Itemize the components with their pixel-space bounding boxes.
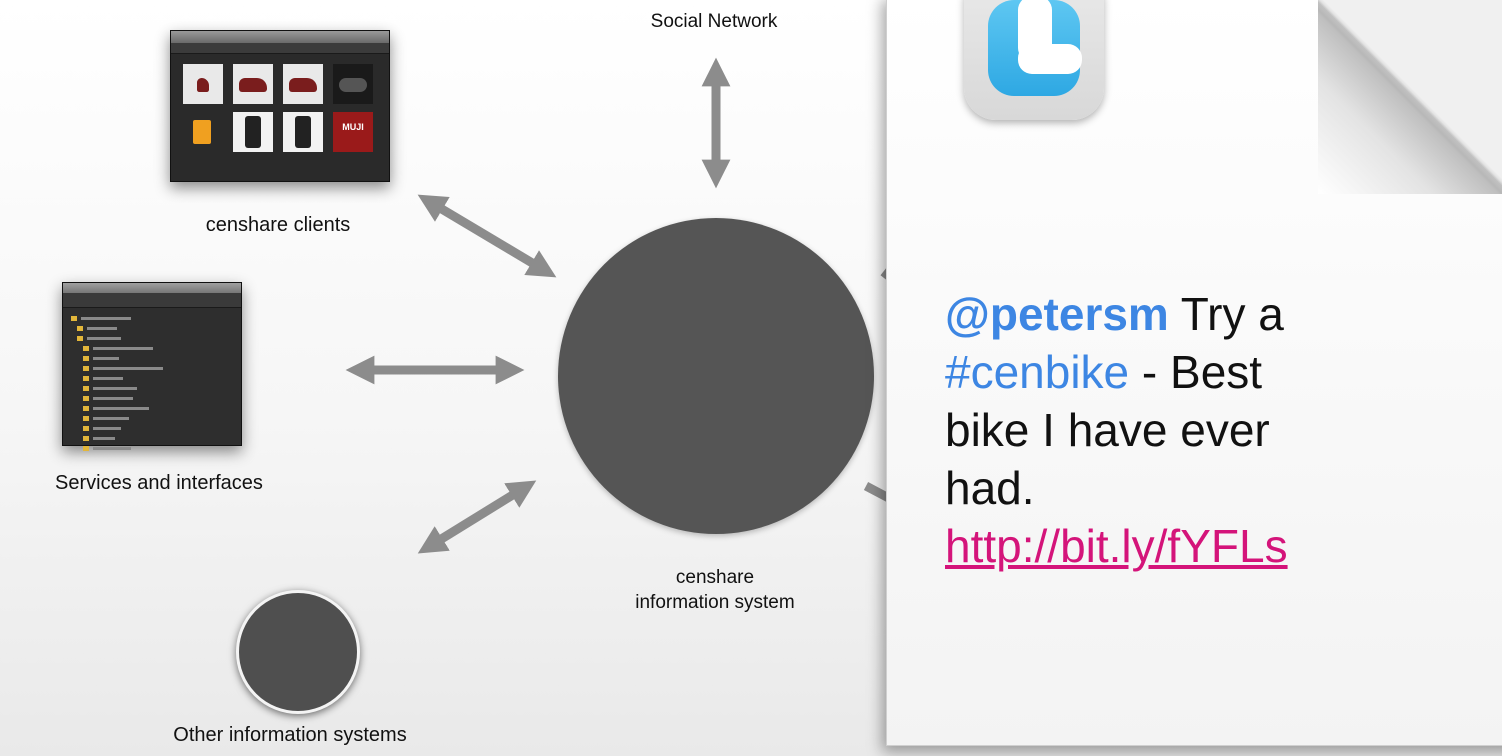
tree-row xyxy=(71,394,233,402)
hub-label-line1: censhare xyxy=(675,567,755,588)
tree-row xyxy=(71,354,233,362)
tree-row xyxy=(71,384,233,392)
censhare-hub-circle xyxy=(558,218,874,534)
window-titlebar xyxy=(171,31,389,43)
services-label: Services and interfaces xyxy=(55,472,263,494)
hub-label-line2: information system xyxy=(635,591,795,613)
thumbnail-item xyxy=(283,64,323,104)
tweet-hashtag[interactable]: #cenbike xyxy=(945,346,1130,398)
tree-row xyxy=(71,434,233,442)
thumbnail-item xyxy=(333,64,373,104)
page-curl xyxy=(1318,0,1502,194)
thumb-badge: MUJI xyxy=(342,122,364,132)
window-toolbar xyxy=(63,293,241,308)
tree-row xyxy=(71,314,233,322)
censhare-clients-label: censhare clients xyxy=(205,214,351,236)
window-toolbar xyxy=(171,43,389,54)
tree-row xyxy=(71,364,233,372)
arrow-other-systems xyxy=(417,480,537,554)
thumbnail-item xyxy=(233,112,273,152)
thumbnail-item xyxy=(283,112,323,152)
tree-row xyxy=(71,424,233,432)
twitter-logo-icon xyxy=(964,0,1104,120)
tweet-handle[interactable]: @petersm xyxy=(945,288,1169,340)
arrow-censhare-clients xyxy=(417,194,557,278)
social-network-label: Social Network xyxy=(650,11,778,32)
other-systems-label: Other information systems xyxy=(173,724,407,746)
thumbnail-item xyxy=(183,112,223,152)
tweet-text-part1: Try a xyxy=(1168,288,1284,340)
page-curl-shadow xyxy=(1318,0,1502,194)
tree-row xyxy=(71,444,233,452)
tree-row xyxy=(71,374,233,382)
thumbnail-item xyxy=(233,64,273,104)
twitter-t-glyph xyxy=(988,0,1082,96)
tweet-text: @petersm Try a #cenbike - Best bike I ha… xyxy=(945,285,1355,575)
asset-thumbnails: MUJI xyxy=(171,54,389,162)
admin-screenshot xyxy=(62,282,242,451)
tree-row xyxy=(71,414,233,422)
censhare-client-screenshot: MUJI xyxy=(170,30,390,182)
tree-row xyxy=(71,334,233,342)
tree-row xyxy=(71,344,233,352)
tree-row xyxy=(71,404,233,412)
thumbnail-item xyxy=(183,64,223,104)
tweet-link[interactable]: http://bit.ly/fYFLs xyxy=(945,520,1288,572)
tweet-text-part2: - Best bike I have ever had. xyxy=(945,346,1270,514)
window-titlebar xyxy=(63,283,241,293)
tree-row xyxy=(71,324,233,332)
thumbnail-item: MUJI xyxy=(333,112,373,152)
other-systems-circle xyxy=(236,590,360,714)
hub-label: censhare information system xyxy=(580,566,850,615)
config-tree xyxy=(63,308,241,458)
